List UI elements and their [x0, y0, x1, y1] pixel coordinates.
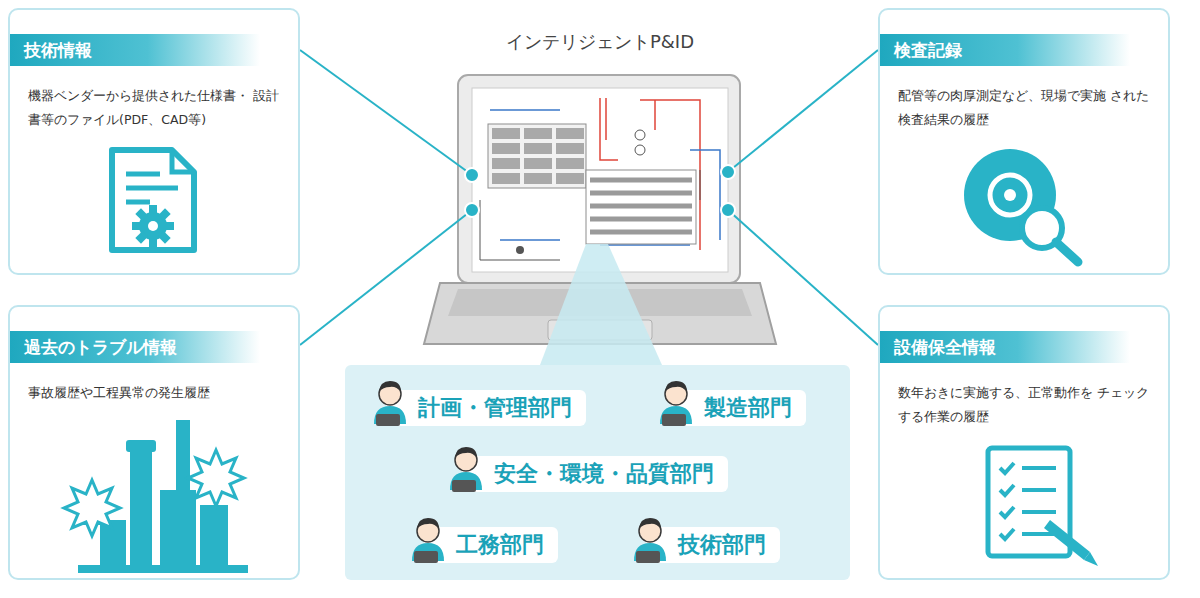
connector-line — [300, 210, 472, 345]
text-holder: 技術部門 — [646, 527, 780, 563]
text-holder: 過去のトラブル情報 — [10, 331, 260, 363]
department-pill: 技術部門 — [646, 527, 780, 563]
text-holder: 技術情報 — [10, 34, 260, 66]
department-label: 計画・管理部門 — [386, 390, 586, 426]
info-card: 過去のトラブル情報事故履歴や工程異常の発生履歴 — [8, 305, 300, 580]
connector-line — [728, 210, 878, 345]
connector-dot — [721, 165, 735, 179]
card-heading: 技術情報 — [10, 34, 260, 66]
connector-line — [300, 50, 472, 175]
card-heading: 設備保全情報 — [880, 331, 1130, 363]
text-holder: 工務部門 — [424, 527, 558, 563]
screen-table — [492, 128, 696, 244]
department-label: 工務部門 — [424, 527, 558, 563]
card-body: 機器ベンダーから提供された仕様書・ 設計書等のファイル(PDF、CAD等) — [28, 84, 290, 132]
connector-dot — [721, 203, 735, 217]
connector-line — [728, 50, 878, 172]
card-heading: 過去のトラブル情報 — [10, 331, 260, 363]
department-label: 技術部門 — [646, 527, 780, 563]
department-label: 安全・環境・品質部門 — [462, 456, 728, 492]
card-heading: 検査記録 — [880, 34, 1130, 66]
pid-screen — [480, 98, 720, 260]
disc-icon — [964, 149, 1078, 262]
info-card: 設備保全情報数年おきに実施する、正常動作を チェックする作業の履歴 — [878, 305, 1170, 580]
department-pill: 工務部門 — [424, 527, 558, 563]
text-holder: 計画・管理部門 — [386, 390, 586, 426]
text-holder: 検査記録 — [880, 34, 1130, 66]
diagram-title: インテリジェントP&ID — [412, 30, 788, 54]
department-panel — [345, 365, 850, 580]
text-holder: 製造部門 — [672, 390, 806, 426]
connector-dot — [465, 168, 479, 182]
connector-dot — [465, 203, 479, 217]
info-card: 検査記録配管等の肉厚測定など、現場で実施 された検査結果の履歴 — [878, 8, 1170, 275]
info-card: 技術情報機器ベンダーから提供された仕様書・ 設計書等のファイル(PDF、CAD等… — [8, 8, 300, 275]
text-holder: 安全・環境・品質部門 — [462, 456, 728, 492]
department-pill: 安全・環境・品質部門 — [462, 456, 728, 492]
card-body: 配管等の肉厚測定など、現場で実施 された検査結果の履歴 — [898, 84, 1160, 132]
factory-icon — [64, 420, 248, 573]
department-pill: 計画・管理部門 — [386, 390, 586, 426]
card-body: 数年おきに実施する、正常動作を チェックする作業の履歴 — [898, 381, 1160, 429]
checklist-icon — [988, 448, 1098, 566]
department-pill: 製造部門 — [672, 390, 806, 426]
department-label: 製造部門 — [672, 390, 806, 426]
card-body: 事故履歴や工程異常の発生履歴 — [28, 381, 290, 405]
document-icon — [112, 150, 194, 250]
wedge — [540, 244, 662, 365]
text-holder: 設備保全情報 — [880, 331, 1130, 363]
laptop-screen: インテリジェントP&ID — [472, 88, 728, 272]
